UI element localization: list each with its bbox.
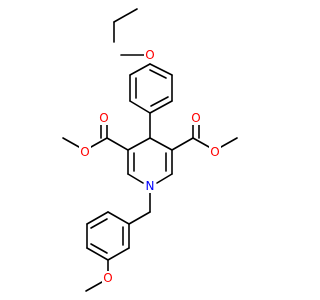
atom-label-background [144,48,156,62]
atom-label-o-ester-right: O [210,145,219,159]
bond [149,100,173,114]
bond [90,137,108,148]
bond-layer [62,8,238,292]
bond [107,247,130,261]
bond [171,137,194,151]
bond [90,218,108,229]
bond [127,173,144,184]
atom-label-background [144,179,156,193]
atom-label-background [79,145,91,159]
bond [85,281,103,292]
atom-label-o-carbonyl-right: O [191,111,200,125]
bond [220,137,238,148]
bond [86,211,109,225]
bond [106,137,129,151]
bond [192,137,210,148]
bond [90,243,108,254]
bond [149,69,167,79]
atom-label-background [98,111,110,125]
bond [150,96,169,107]
atom-label-o-ethoxy: O [145,48,154,62]
bond [129,63,151,76]
atom-label-background [102,271,114,285]
molecule-canvas: O O O O O N O [62,8,238,292]
bond [107,211,130,225]
bond [62,137,80,148]
bond [129,100,151,114]
atom-label-background [209,145,221,159]
bond [127,137,151,151]
atom-label-n-ring: N [146,179,155,193]
atom-label-o-carbonyl-left: O [99,111,108,125]
bond [149,137,173,151]
atom-label-o-ester-left: O [80,145,89,159]
atom-label-background [190,111,202,125]
atom-label-layer: O O O O O N O [79,48,221,285]
bond [113,8,138,23]
bond [149,63,173,76]
bond [156,173,173,184]
molecule-structure: O O O O O N O [62,8,238,292]
bond [86,247,109,261]
atom-label-o-methoxy: O [103,271,112,285]
bond [128,211,151,225]
